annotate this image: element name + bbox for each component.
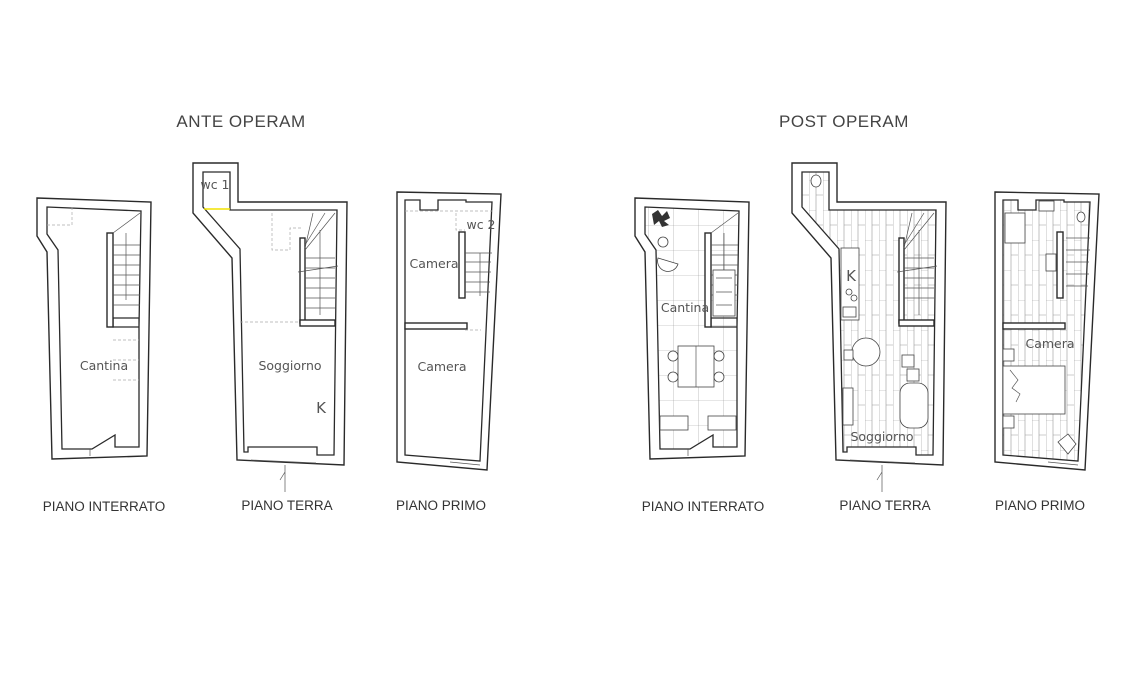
sofa	[899, 382, 929, 429]
room-label-k: K	[846, 267, 857, 285]
room-label-soggiorno: Soggiorno	[258, 358, 321, 373]
ante-piano-primo-label: PIANO PRIMO	[396, 498, 486, 513]
room-label-camera-2: Camera	[417, 359, 466, 374]
post-piano-interrato-plan: Cantina	[634, 197, 750, 460]
wine-racks	[659, 415, 737, 431]
ante-piano-terra-label: PIANO TERRA	[241, 498, 332, 513]
post-operam-title: POST OPERAM	[779, 112, 909, 131]
post-terra-stairs	[896, 212, 938, 315]
room-label-soggiorno: Soggiorno	[850, 429, 913, 444]
post-primo-stairs	[1066, 237, 1090, 287]
ante-terra-stairs	[240, 212, 339, 323]
post-piano-primo-plan: Camera	[994, 191, 1100, 471]
ante-piano-interrato-label: PIANO INTERRATO	[43, 499, 166, 514]
room-label-cantina: Cantina	[80, 358, 128, 373]
toilet-icon	[810, 174, 822, 188]
post-piano-primo-label: PIANO PRIMO	[995, 498, 1085, 513]
ante-piano-primo-plan: Camera wc 2 Camera	[396, 191, 502, 471]
room-label-wc-1: wc 1	[200, 177, 229, 192]
entrance-arrow-icon	[876, 465, 883, 492]
shelf-unit	[712, 269, 736, 317]
bathroom-fixtures	[1004, 200, 1086, 272]
plant-icon	[652, 210, 670, 227]
ante-interrato-walls	[36, 197, 152, 460]
entrance-arrow-icon	[279, 465, 286, 492]
nightstand-left	[1002, 348, 1015, 362]
double-bed	[1002, 365, 1066, 415]
nightstand-right	[1002, 415, 1015, 429]
post-piano-interrato-label: PIANO INTERRATO	[642, 499, 765, 514]
room-label-wc-2: wc 2	[466, 217, 495, 232]
room-label-cantina: Cantina	[661, 300, 709, 315]
post-piano-terra-label: PIANO TERRA	[839, 498, 930, 513]
room-label-k: K	[316, 399, 327, 417]
post-piano-terra-plan: K Soggiorno	[791, 162, 947, 492]
round-table	[843, 337, 881, 367]
kitchen-counter	[840, 247, 860, 321]
dining-table	[667, 345, 725, 388]
ante-piano-interrato-plan: Cantina	[36, 197, 152, 460]
armchair	[1057, 433, 1077, 455]
ante-piano-terra-plan: wc 1 Soggiorno K	[192, 162, 348, 492]
armchairs	[901, 354, 920, 382]
ante-primo-walls	[396, 191, 502, 471]
room-label-camera: Camera	[1025, 336, 1074, 351]
ante-primo-stairs	[405, 210, 492, 331]
ante-operam-title: ANTE OPERAM	[176, 112, 305, 131]
ante-interrato-stairs	[47, 207, 141, 381]
room-label-camera-1: Camera	[409, 256, 458, 271]
sink-icon	[657, 257, 679, 272]
tv-cabinet	[842, 387, 854, 426]
washing-machine-icon	[657, 236, 669, 248]
